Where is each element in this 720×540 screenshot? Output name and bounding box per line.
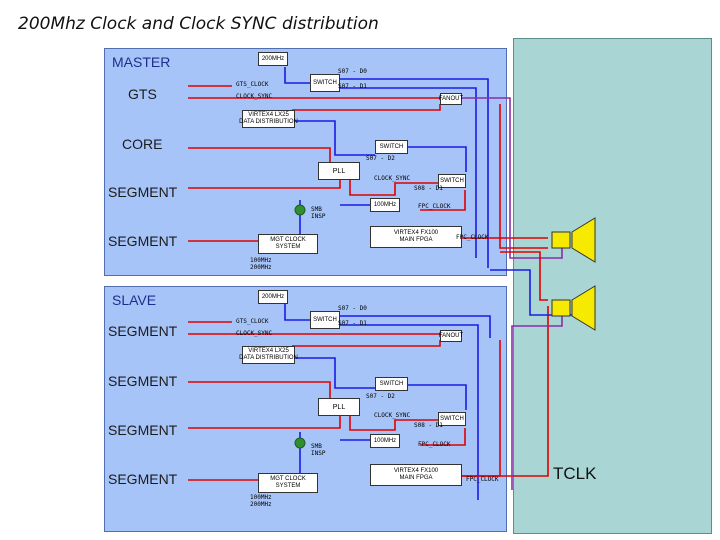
wire-slave-red-3 [292, 340, 441, 347]
slave-osc-200: 200MHz [258, 290, 288, 304]
master-osc-100: 100MHz [370, 198, 400, 212]
master-switch-right: SWITCH [438, 174, 466, 188]
master-virtex-dist: VIRTEX4 LX25 DATA DISTRIBUTION [239, 110, 298, 128]
slave-switch-mid: SWITCH [375, 377, 408, 391]
master-pll: PLL [318, 162, 360, 180]
wire-slave-blue-2 [340, 315, 491, 338]
master-s08-d1: S08 - D1 [414, 185, 443, 192]
wire-master-red-10 [499, 104, 548, 249]
wire-slave-red-6 [349, 414, 438, 431]
wire-sync-red-1 [500, 251, 548, 301]
master-fanout: FANOUT [439, 93, 463, 105]
wire-slave-blue-3 [340, 324, 479, 500]
master-osc-200: 200MHz [258, 52, 288, 66]
master-core-label: CORE [122, 136, 163, 152]
master-s07-d2: S07 - D2 [366, 155, 395, 162]
wire-sync-blue-1 [490, 269, 572, 316]
slave-smb-insp: SMB INSP [311, 443, 326, 457]
master-fpc-clock-2: FPC_CLOCK [456, 234, 489, 241]
master-label: MASTER [112, 54, 171, 70]
slave-fanout: FANOUT [439, 330, 463, 342]
master-segment-2: SEGMENT [108, 233, 178, 249]
wire-master-red-6 [349, 178, 438, 196]
slave-s07-d1: S07 - D1 [338, 320, 367, 327]
wire-master-purple-1 [456, 97, 563, 259]
slave-freq-notes: 100MHz 200MHz [250, 494, 272, 508]
wire-master-blue-5 [408, 146, 467, 172]
slave-gts-clock: GTS_CLOCK [236, 318, 269, 325]
master-mgt-clock: MGT CLOCK SYSTEM [258, 234, 318, 254]
master-fpc-clock: FPC_CLOCK [418, 203, 451, 210]
tclk-label: TCLK [553, 464, 597, 483]
wire-master-blue-3 [340, 87, 477, 258]
master-s07-d0: S07 - D0 [338, 68, 367, 75]
wire-slave-red-4 [188, 381, 331, 400]
wire-master-red-8 [420, 190, 466, 211]
slave-pll: PLL [318, 398, 360, 416]
wire-sync-red-2 [462, 306, 549, 477]
master-smb-node [294, 204, 306, 216]
master-gts-clock: GTS_CLOCK [236, 81, 269, 88]
tclk-panel [513, 38, 712, 534]
wire-slave-blue-5 [408, 384, 467, 410]
page-title: 200Mhz Clock and Clock SYNC distribution [18, 14, 379, 34]
wire-slave-red-5 [188, 414, 341, 429]
master-s07-d1: S07 - D1 [338, 83, 367, 90]
wire-sync-purple-2 [511, 316, 563, 490]
master-gts-label: GTS [128, 86, 157, 102]
slave-sync-buffer [551, 299, 571, 317]
slave-label: SLAVE [112, 292, 157, 308]
slave-s07-d2: S07 - D2 [366, 393, 395, 400]
master-freq-notes: 100MHz 200MHz [250, 257, 272, 271]
wire-master-blue-2 [340, 78, 489, 268]
master-smb-insp: SMB INSP [311, 206, 326, 220]
master-clock-sync-2: CLOCK_SYNC [374, 175, 411, 182]
wire-master-red-5 [188, 178, 341, 189]
master-sync-fanout [571, 217, 596, 263]
slave-clock-sync: CLOCK_SYNC [236, 330, 273, 337]
slave-switch-right: SWITCH [438, 412, 466, 426]
slave-switch-top: SWITCH [310, 311, 340, 329]
slave-clock-sync-2: CLOCK_SYNC [374, 412, 411, 419]
master-main-fpga: VIRTEX4 FX100 MAIN FPGA [370, 226, 462, 248]
wire-slave-blue-1 [284, 304, 310, 321]
wire-slave-red-8 [420, 428, 466, 446]
master-switch-mid: SWITCH [375, 140, 408, 154]
wire-master-red-3 [292, 104, 441, 111]
slave-s08-d1: S08 - D1 [414, 422, 443, 429]
slave-main-fpga: VIRTEX4 FX100 MAIN FPGA [370, 464, 462, 486]
wire-master-red-4 [188, 147, 331, 165]
master-segment-1: SEGMENT [108, 184, 178, 200]
slave-s07-d0: S07 - D0 [338, 305, 367, 312]
wire-slave-blue-4 [295, 357, 375, 389]
slave-fpc-clock: FPC_CLOCK [418, 441, 451, 448]
wire-master-blue-4 [295, 120, 375, 156]
slave-segment-3: SEGMENT [108, 422, 178, 438]
wire-master-blue-1 [284, 67, 310, 84]
master-sync-buffer [551, 231, 571, 249]
slave-segment-1: SEGMENT [108, 323, 178, 339]
slave-fpc-clock-2: FPC_CLOCK [466, 476, 499, 483]
slave-smb-node [294, 437, 306, 449]
slave-segment-4: SEGMENT [108, 471, 178, 487]
slave-virtex-dist: VIRTEX4 LX25 DATA DISTRIBUTION [239, 346, 298, 364]
slave-sync-fanout [571, 285, 596, 331]
slave-mgt-clock: MGT CLOCK SYSTEM [258, 473, 318, 493]
slave-segment-2: SEGMENT [108, 373, 178, 389]
master-switch-top: SWITCH [310, 74, 340, 92]
slave-osc-100: 100MHz [370, 434, 400, 448]
master-clock-sync: CLOCK_SYNC [236, 93, 273, 100]
